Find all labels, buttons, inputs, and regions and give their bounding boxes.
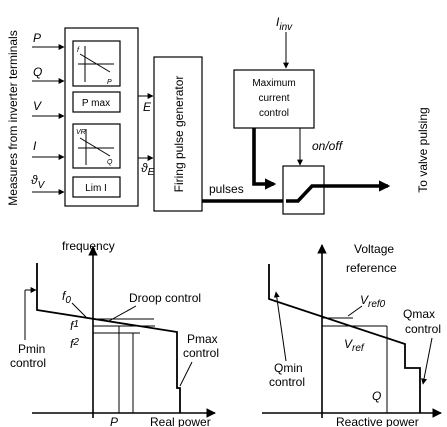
firing-pulse-generator-box	[153, 56, 203, 212]
pmin-control-line1: Pmin	[18, 342, 45, 356]
qmin-pointer	[273, 291, 287, 362]
volt-x-axis-label: Reactive power	[336, 415, 419, 427]
on-off-thick-arrow	[252, 128, 277, 190]
qmax-control-line2: control	[405, 322, 441, 336]
f2-label: f2	[70, 337, 79, 351]
freq-droop-curve	[36, 263, 181, 413]
pulses-label: pulses	[209, 182, 244, 196]
pmax-box	[72, 91, 121, 113]
f0-label: f0	[62, 289, 71, 306]
output-label: To valve pulsing	[416, 107, 430, 192]
vq-droop-box: VR Q	[72, 123, 121, 169]
switch-box	[282, 165, 325, 215]
f0-pointer	[71, 302, 87, 318]
volt-y-axis-label-1: Voltage	[354, 242, 394, 256]
droop-control-label: Droop control	[129, 291, 201, 305]
volt-y-axis-label-2: reference	[346, 261, 397, 275]
max-current-line1: Maximum	[252, 78, 295, 89]
iinv-label: Iinv	[276, 15, 293, 33]
qmax-pointer	[421, 337, 433, 385]
pmax-control-line1: Pmax	[187, 332, 218, 346]
input-label-q: Q	[33, 65, 42, 79]
on-off-label: on/off	[312, 139, 344, 153]
pmax-label: P max	[82, 98, 110, 109]
freq-y-axis-label: frequency	[62, 239, 115, 253]
p-tick-label: P	[110, 415, 118, 427]
e-label: E	[143, 100, 152, 114]
freq-x-axis-label: Real power	[150, 415, 211, 427]
fp-p-label: P	[107, 79, 112, 86]
input-label-p: P	[33, 31, 41, 45]
pmin-control-line2: control	[10, 356, 46, 370]
qmin-control-line1: Qmin	[274, 361, 303, 375]
f1-label: f1	[70, 319, 79, 333]
lim-i-label: Lim I	[85, 183, 107, 194]
firing-pulse-generator-label: Firing pulse generator	[172, 76, 186, 193]
max-current-line3: control	[259, 108, 289, 119]
freq-droop-plot: frequency Real power f0 f1 f2 P Droop co…	[10, 239, 219, 427]
vref0-pointer	[347, 305, 363, 317]
voltage-droop-plot: Voltage reference Reactive power Vref0 V…	[262, 242, 442, 427]
q-tick-label: Q	[372, 389, 381, 403]
fp-f-label: f	[77, 47, 80, 54]
volt-droop-curve	[268, 264, 421, 413]
switch-blade	[286, 184, 322, 203]
vq-vr-label: VR	[76, 129, 86, 136]
max-current-control-box	[233, 69, 315, 129]
max-current-line2: current	[258, 93, 289, 104]
vref0-label: Vref0	[360, 293, 386, 310]
input-label-i: I	[33, 139, 37, 153]
qmax-control-line1: Qmax	[403, 307, 435, 321]
pmax-control-line2: control	[183, 346, 219, 360]
theta-e-label: ϑE	[141, 161, 155, 178]
qmin-control-line2: control	[269, 375, 305, 389]
fp-droop-box: f P	[72, 40, 121, 87]
vref-label: Vref	[344, 337, 365, 354]
pmax-pointer	[179, 361, 193, 387]
input-label-v: V	[33, 99, 42, 113]
droop-pointer	[108, 305, 137, 322]
input-label-theta: ϑV	[31, 173, 46, 191]
side-label: Measures from inverter terminals	[6, 30, 20, 205]
vq-q-label: Q	[107, 159, 113, 166]
lim-i-box	[72, 176, 121, 198]
